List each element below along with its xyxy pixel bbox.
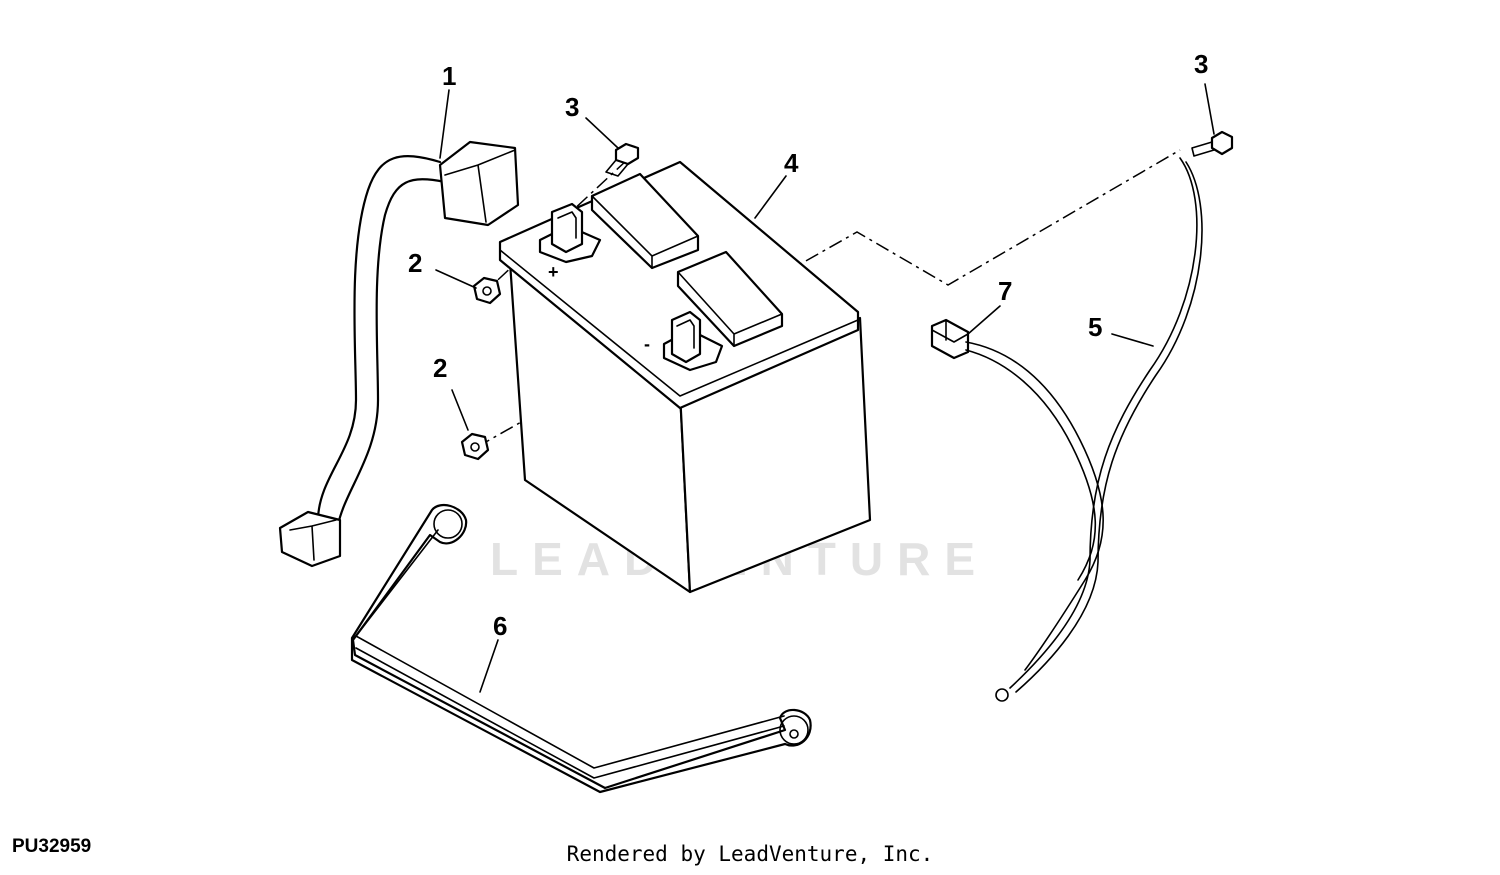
negative-cable <box>995 157 1203 702</box>
callout-nut-lower: 2 <box>433 353 447 383</box>
nut-lower <box>460 432 490 461</box>
callout-positive-cable: 1 <box>442 61 456 91</box>
callout-nut-upper: 2 <box>408 248 422 278</box>
connector-harness <box>930 318 1104 671</box>
callouts: 1 2 2 3 3 4 5 6 7 <box>408 49 1208 641</box>
callout-connector: 7 <box>998 276 1012 306</box>
positive-cable <box>278 140 520 568</box>
bolt-left <box>605 142 640 177</box>
negative-terminal-mark: - <box>644 334 650 354</box>
callout-bolt-right: 3 <box>1194 49 1208 79</box>
battery: + - <box>498 160 872 594</box>
render-credit: Rendered by LeadVenture, Inc. <box>566 842 934 866</box>
leader-lines <box>435 83 1215 693</box>
callout-battery: 4 <box>784 148 799 178</box>
positive-terminal-mark: + <box>548 262 559 282</box>
callout-negative-cable: 5 <box>1088 312 1102 342</box>
callout-bolt-left: 3 <box>565 92 579 122</box>
nut-upper <box>472 276 502 305</box>
bolt-right <box>1191 130 1234 157</box>
hold-down-strap <box>350 503 812 794</box>
callout-hold-down-strap: 6 <box>493 611 507 641</box>
figure-id: PU32959 <box>12 836 92 857</box>
